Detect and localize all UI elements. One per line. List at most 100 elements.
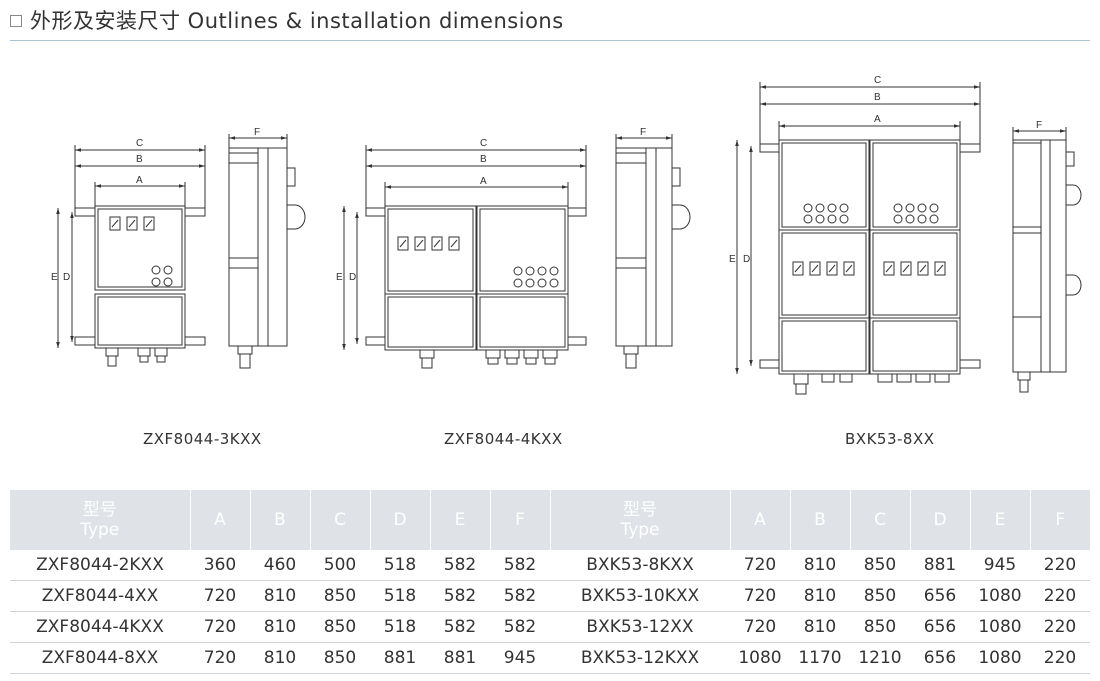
header-d: D: [370, 490, 431, 550]
table-cell: 850: [850, 611, 910, 643]
table-cell: 518: [370, 550, 430, 581]
model-label-1: ZXF8044-3KXX: [143, 430, 262, 448]
table-cell: 500: [310, 550, 370, 581]
table-cell: 582: [490, 580, 550, 612]
svg-text:D: D: [743, 254, 750, 265]
table-cell: 220: [1030, 642, 1090, 674]
header-f-2: F: [1030, 490, 1090, 550]
header-b-2: B: [790, 490, 851, 550]
table-cell: 582: [430, 580, 490, 612]
table-cell: 881: [430, 642, 490, 674]
header-f: F: [490, 490, 551, 550]
header-divider: [10, 40, 1090, 41]
table-cell: ZXF8044-8XX: [10, 642, 190, 674]
table-cell: 656: [910, 611, 970, 643]
drawing-1-side: [228, 134, 306, 369]
drawing-3-side: [1012, 127, 1082, 393]
table-cell: 1170: [790, 642, 850, 674]
svg-text:E: E: [729, 254, 736, 265]
table-cell: 582: [490, 550, 550, 581]
section-header: 外形及安装尺寸 Outlines & installation dimensio…: [10, 6, 564, 34]
svg-text:F: F: [254, 127, 260, 138]
table-cell: 1080: [970, 580, 1030, 612]
svg-text:A: A: [136, 175, 143, 186]
header-d-2: D: [910, 490, 971, 550]
dimension-letters: C B A E D F C B A E D F C B A E D F: [51, 75, 1042, 283]
table-cell: 582: [490, 611, 550, 643]
table-cell: 810: [790, 611, 850, 643]
outline-drawings: C B A E D F C B A E D F C B A E D F: [51, 75, 1082, 395]
svg-text:C: C: [480, 138, 487, 149]
table-cell: 850: [310, 642, 370, 674]
table-cell: 220: [1030, 580, 1090, 612]
table-cell: ZXF8044-2KXX: [10, 550, 190, 581]
svg-text:D: D: [349, 272, 356, 283]
section-title: 外形及安装尺寸 Outlines & installation dimensio…: [30, 9, 564, 33]
header-e: E: [430, 490, 491, 550]
drawing-3-front: [735, 82, 981, 395]
header-e-2: E: [970, 490, 1031, 550]
table-cell: 582: [430, 550, 490, 581]
svg-text:A: A: [480, 176, 487, 187]
table-cell: 360: [190, 550, 250, 581]
svg-text:F: F: [1036, 120, 1042, 131]
header-c: C: [310, 490, 371, 550]
table-cell: 945: [490, 642, 550, 674]
table-cell: 220: [1030, 611, 1090, 643]
table-cell: BXK53-10KXX: [550, 580, 730, 612]
table-cell: 656: [910, 580, 970, 612]
table-cell: BXK53-12XX: [550, 611, 730, 643]
table-cell: 810: [250, 642, 310, 674]
table-cell: 720: [730, 611, 790, 643]
svg-text:A: A: [874, 114, 881, 125]
header-c-2: C: [850, 490, 911, 550]
table-cell: 1210: [850, 642, 910, 674]
header-a: A: [190, 490, 251, 550]
svg-text:B: B: [480, 154, 487, 165]
table-cell: 720: [730, 550, 790, 581]
svg-text:C: C: [136, 138, 143, 149]
table-cell: 656: [910, 642, 970, 674]
table-cell: 720: [190, 580, 250, 612]
svg-text:B: B: [874, 92, 881, 103]
svg-text:E: E: [51, 272, 58, 283]
table-cell: 720: [190, 642, 250, 674]
svg-text:F: F: [640, 127, 646, 138]
table-cell: 460: [250, 550, 310, 581]
table-cell: 810: [250, 611, 310, 643]
table-cell: 850: [310, 580, 370, 612]
header-a-2: A: [730, 490, 791, 550]
table-cell: 810: [790, 550, 850, 581]
drawing-2-front: [342, 145, 587, 369]
table-cell: BXK53-12KXX: [550, 642, 730, 674]
table-cell: 1080: [970, 642, 1030, 674]
checkbox-square-icon: [10, 15, 22, 27]
table-cell: 220: [1030, 550, 1090, 581]
svg-text:D: D: [63, 272, 70, 283]
table-cell: 1080: [970, 611, 1030, 643]
table-cell: 881: [370, 642, 430, 674]
svg-text:C: C: [874, 75, 881, 86]
table-cell: 518: [370, 611, 430, 643]
model-label-2: ZXF8044-4KXX: [444, 430, 563, 448]
table-cell: 850: [850, 580, 910, 612]
table-cell: 518: [370, 580, 430, 612]
table-cell: 850: [850, 550, 910, 581]
drawing-2-side: [615, 134, 691, 369]
table-cell: 720: [730, 580, 790, 612]
table-cell: 810: [790, 580, 850, 612]
table-cell: 582: [430, 611, 490, 643]
table-cell: ZXF8044-4KXX: [10, 611, 190, 643]
svg-text:B: B: [136, 154, 143, 165]
table-cell: 720: [190, 611, 250, 643]
table-cell: 1080: [730, 642, 790, 674]
table-cell: BXK53-8KXX: [550, 550, 730, 581]
table-cell: 810: [250, 580, 310, 612]
